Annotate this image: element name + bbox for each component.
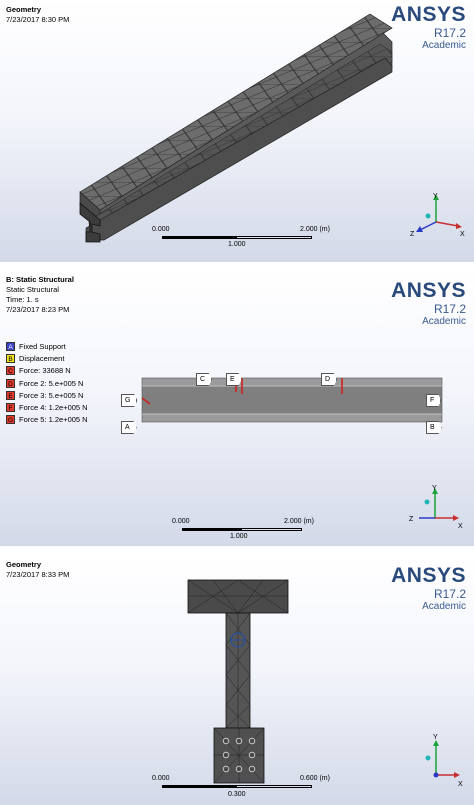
force-c-marker[interactable]: C xyxy=(196,373,213,386)
triad-z-label: Z xyxy=(410,231,415,238)
ansys-edition: Academic xyxy=(422,316,466,327)
ansys-logo: ANSYS xyxy=(391,3,466,26)
viewport-timestamp: 7/23/2017 8:33 PM xyxy=(6,570,70,579)
scale-left-label: 0.000 xyxy=(172,518,190,525)
legend-label: Fixed Support xyxy=(19,341,66,351)
legend-label: Force: 33688 N xyxy=(19,366,71,376)
viewport-header: Geometry 7/23/2017 8:30 PM xyxy=(6,5,69,25)
viewport-title: Geometry xyxy=(6,5,42,14)
viewport-header: B: Static Structural Static Structural T… xyxy=(6,275,74,315)
scale-mid-label: 1.000 xyxy=(230,533,248,540)
scale-right-label: 2.000 (m) xyxy=(300,226,330,233)
triad-x-label: X xyxy=(458,781,463,788)
ansys-branding: ANSYS R17.2 Academic xyxy=(391,565,466,613)
axis-triad-icon: Y Z X xyxy=(409,485,463,530)
legend-label: Force 5: 1.2e+005 N xyxy=(19,415,88,425)
axis-triad-icon: Y X xyxy=(425,734,463,788)
ansys-branding: ANSYS R17.2 Academic xyxy=(391,280,466,328)
legend-swatch: B xyxy=(6,353,15,363)
legend-swatch: E xyxy=(6,390,15,400)
beam-side-view[interactable] xyxy=(0,270,474,546)
panel-separator xyxy=(0,262,474,270)
scale-mid-label: 0.300 xyxy=(228,791,246,798)
geometry-viewport-3[interactable]: Geometry 7/23/2017 8:33 PM ANSYS R17.2 A… xyxy=(0,555,474,805)
triad-y-label: Y xyxy=(432,485,437,492)
scale-mid-label: 1.000 xyxy=(228,241,246,248)
scale-bar: 0.000 2.000 (m) 1.000 xyxy=(172,518,332,546)
viewport-header: Geometry 7/23/2017 8:33 PM xyxy=(6,560,69,580)
legend-item[interactable]: E Force 3: 5.e+005 N xyxy=(6,389,88,401)
ansys-edition: Academic xyxy=(422,40,466,51)
ansys-version: R17.2 xyxy=(433,26,466,40)
analysis-time: Time: 1. s xyxy=(6,295,39,304)
legend-item[interactable]: F Force 4: 1.2e+005 N xyxy=(6,401,88,413)
boundary-condition-legend: A Fixed Support B Displacement C Force: 336… xyxy=(6,340,88,426)
force-g-marker[interactable]: G xyxy=(121,394,138,407)
force-f-marker[interactable]: F xyxy=(426,394,442,407)
ansys-version: R17.2 xyxy=(433,587,466,601)
viewport-title: B: Static Structural xyxy=(6,275,74,284)
scale-bar: 0.000 2.000 (m) 1.000 xyxy=(152,226,330,256)
scale-right-label: 0.600 (m) xyxy=(300,775,330,782)
i-beam-mesh-isometric[interactable] xyxy=(0,0,474,262)
triad-y-label: Y xyxy=(433,193,438,200)
legend-swatch: D xyxy=(6,378,15,388)
legend-label: Displacement xyxy=(19,353,65,363)
legend-item[interactable]: A Fixed Support xyxy=(6,340,88,352)
ansys-edition: Academic xyxy=(422,601,466,612)
legend-item[interactable]: B Displacement xyxy=(6,352,88,364)
scale-right-label: 2.000 (m) xyxy=(284,518,314,525)
force-e-marker[interactable]: E xyxy=(226,373,242,386)
scale-bar-graphic xyxy=(162,785,312,788)
ansys-version: R17.2 xyxy=(433,302,466,316)
ansys-logo: ANSYS xyxy=(391,564,466,587)
legend-label: Force 2: 5.e+005 N xyxy=(19,378,84,388)
legend-swatch: G xyxy=(6,415,15,425)
panel-separator xyxy=(0,546,474,555)
legend-label: Force 4: 1.2e+005 N xyxy=(19,403,88,413)
scale-bar-graphic xyxy=(182,528,302,531)
legend-label: Force 3: 5.e+005 N xyxy=(19,390,84,400)
scale-bar-graphic xyxy=(162,236,312,239)
viewport-timestamp: 7/23/2017 8:30 PM xyxy=(6,15,70,24)
legend-swatch: A xyxy=(6,341,15,351)
ansys-branding: ANSYS R17.2 Academic xyxy=(391,4,466,52)
triad-y-label: Y xyxy=(433,734,438,741)
displacement-b-marker[interactable]: B xyxy=(426,421,442,434)
legend-item[interactable]: G Force 5: 1.2e+005 N xyxy=(6,414,88,426)
force-d-marker[interactable]: D xyxy=(321,373,338,386)
fixed-support-a-marker[interactable]: A xyxy=(121,421,137,434)
legend-swatch: F xyxy=(6,403,15,413)
geometry-viewport-1[interactable]: Geometry 7/23/2017 8:30 PM ANSYS R17.2 A… xyxy=(0,0,474,262)
ansys-logo: ANSYS xyxy=(391,279,466,302)
viewport-timestamp: 7/23/2017 8:23 PM xyxy=(6,305,70,314)
scale-left-label: 0.000 xyxy=(152,226,170,233)
scale-left-label: 0.000 xyxy=(152,775,170,782)
analysis-type: Static Structural xyxy=(6,285,59,294)
legend-item[interactable]: C Force: 33688 N xyxy=(6,365,88,377)
static-structural-viewport[interactable]: B: Static Structural Static Structural T… xyxy=(0,270,474,546)
viewport-title: Geometry xyxy=(6,560,42,569)
legend-swatch: C xyxy=(6,366,15,376)
axis-triad-icon: Y Z X xyxy=(410,193,465,238)
legend-item[interactable]: D Force 2: 5.e+005 N xyxy=(6,377,88,389)
triad-z-label: Z xyxy=(409,516,414,523)
scale-bar: 0.000 0.600 (m) 0.300 xyxy=(152,775,332,805)
triad-x-label: X xyxy=(460,231,465,238)
triad-x-label: X xyxy=(458,523,463,530)
i-beam-cross-section-mesh[interactable] xyxy=(0,555,474,805)
